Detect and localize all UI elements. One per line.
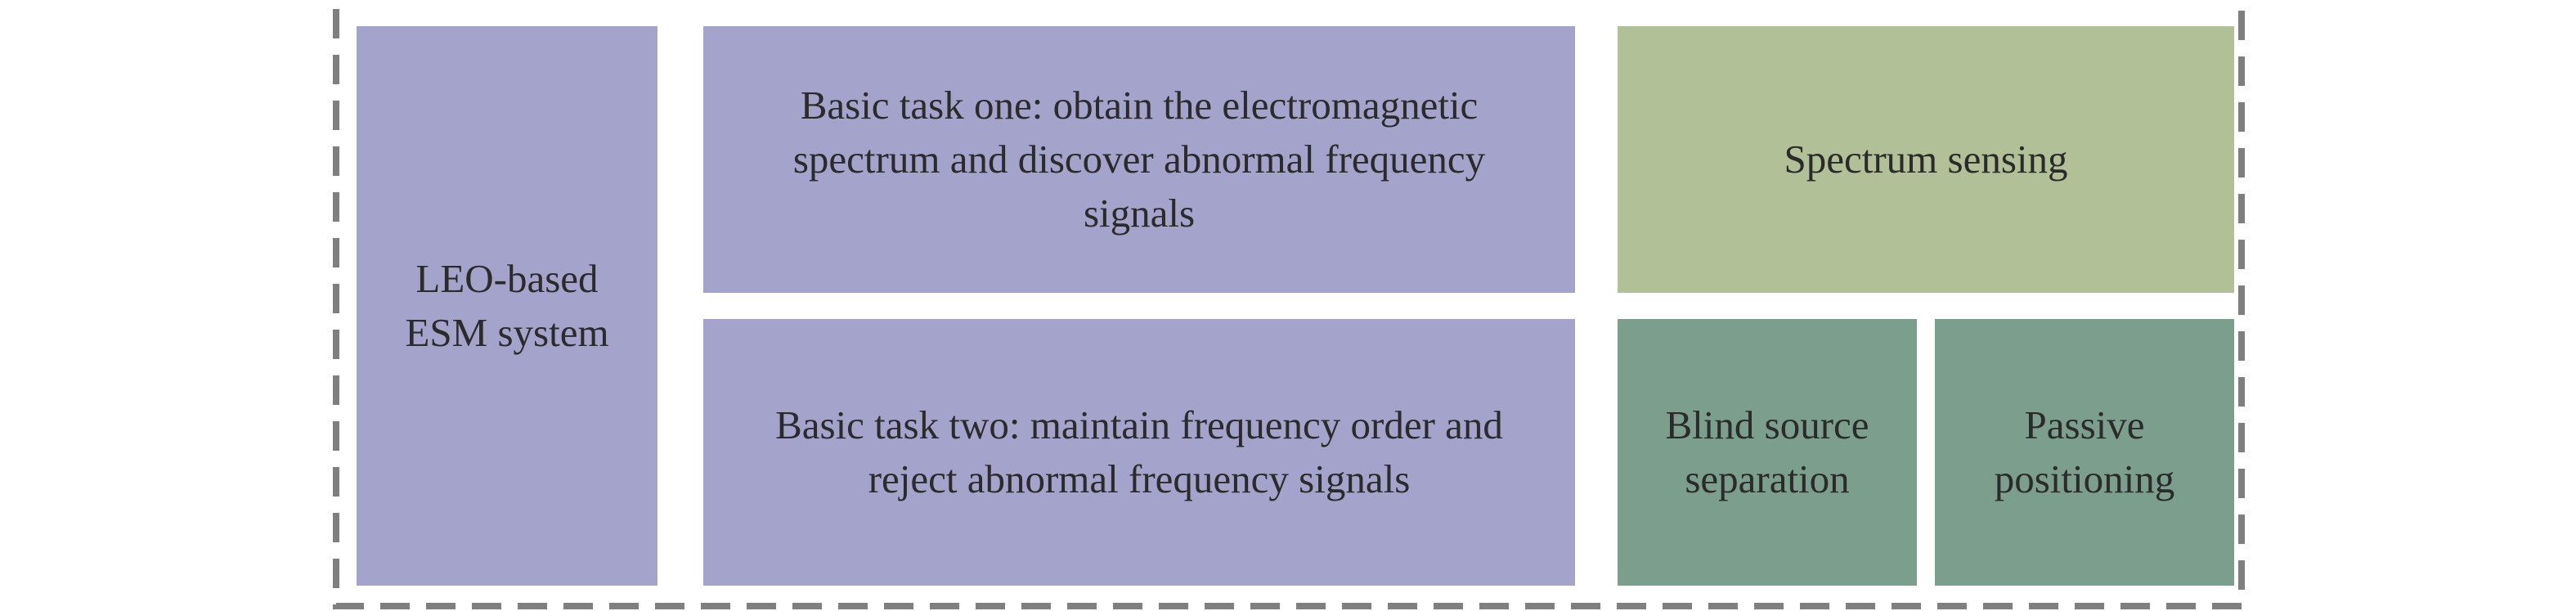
passive-positioning-label: Passive positioning <box>1994 402 2175 501</box>
blind-source-separation-box: Blind source separation <box>1618 319 1917 586</box>
basic-task-two-box: Basic task two: maintain frequency order… <box>703 319 1575 586</box>
blind-source-separation-label: Blind source separation <box>1665 402 1869 501</box>
esm-system-box: LEO-based ESM system <box>357 26 657 586</box>
basic-task-one-label: Basic task one: obtain the electromagnet… <box>792 83 1486 236</box>
dashed-border <box>333 0 2245 609</box>
dashed-frame <box>332 0 2246 610</box>
esm-system-label: LEO-based ESM system <box>405 256 609 355</box>
basic-task-one-box: Basic task one: obtain the electromagnet… <box>703 26 1575 293</box>
spectrum-sensing-box: Spectrum sensing <box>1618 26 2234 293</box>
spectrum-sensing-label: Spectrum sensing <box>1784 137 2068 182</box>
basic-task-two-label: Basic task two: maintain frequency order… <box>775 402 1503 501</box>
passive-positioning-box: Passive positioning <box>1935 319 2234 586</box>
